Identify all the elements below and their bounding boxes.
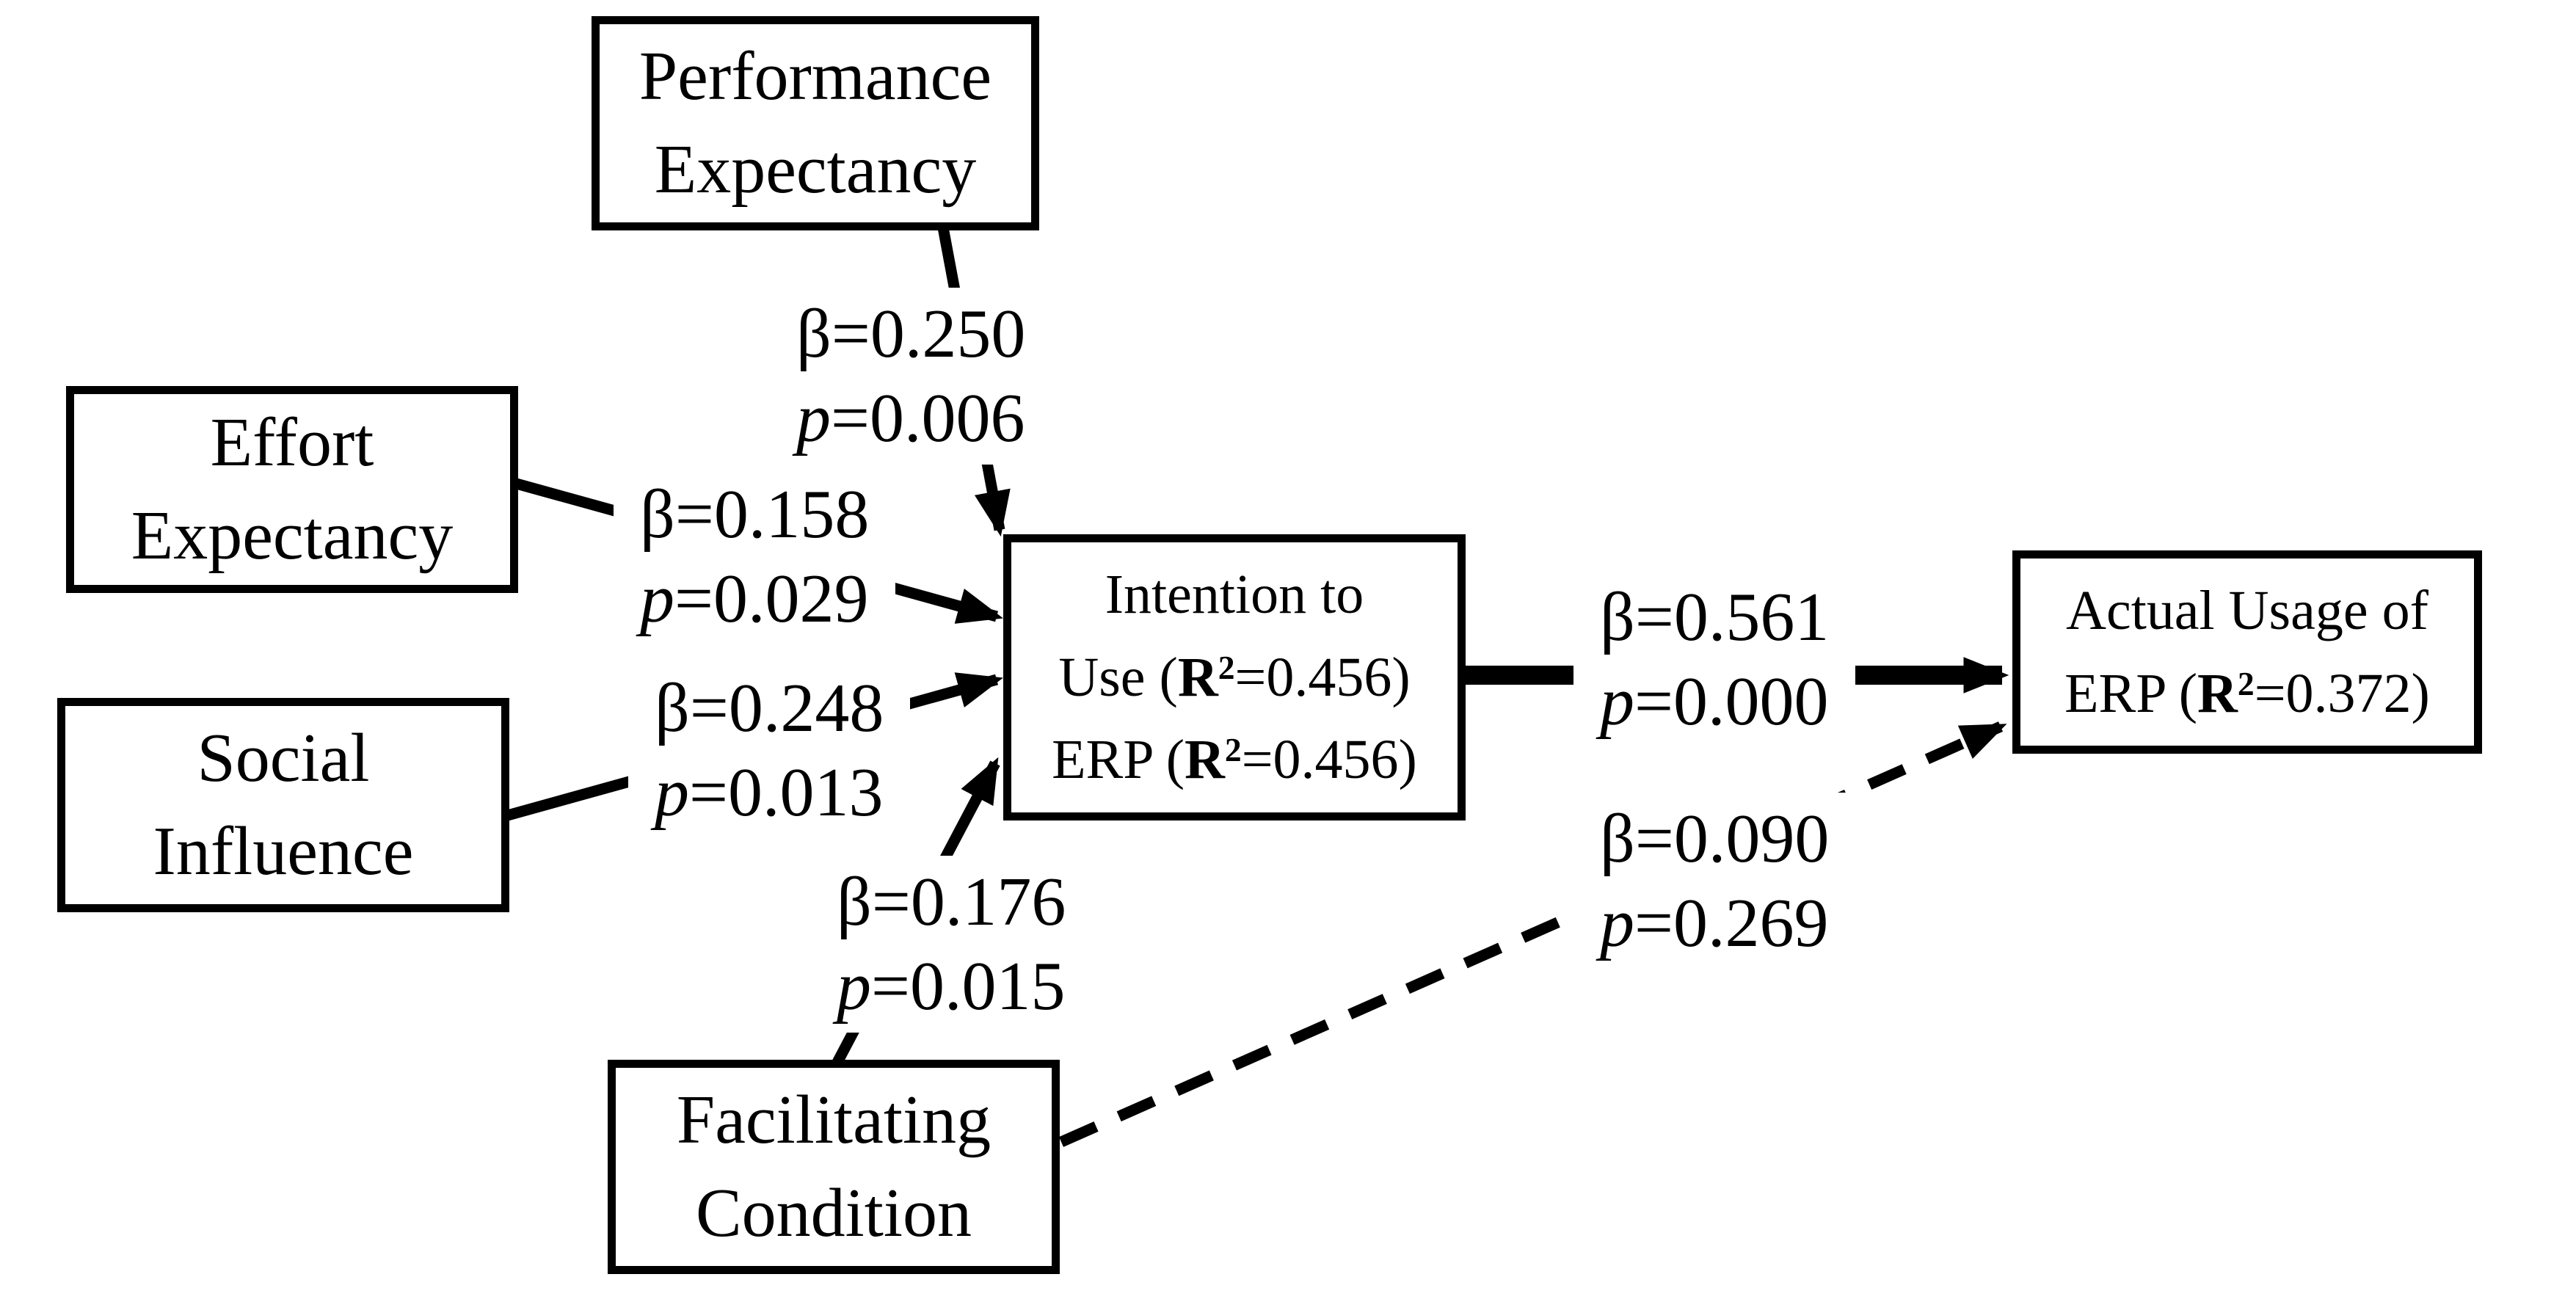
beta-value: β=0.248 <box>655 666 884 751</box>
p-number: =0.015 <box>871 947 1066 1025</box>
superscript-two: 2 <box>1218 648 1235 686</box>
edge-label-facilitating-to-actual: β=0.090 p=0.269 <box>1573 793 1856 970</box>
node-label-line: Influence <box>153 813 414 889</box>
p-value: p=0.015 <box>837 945 1066 1029</box>
node-effort-expectancy: Effort Expectancy <box>66 386 518 593</box>
p-value: p=0.013 <box>655 751 884 835</box>
label-text: ERP ( <box>1052 729 1185 791</box>
p-symbol: p <box>1600 663 1634 740</box>
beta-number: =0.248 <box>689 670 884 746</box>
p-value: p=0.029 <box>640 557 869 641</box>
node-label-line: Intention to <box>1105 564 1364 626</box>
beta-value: β=0.561 <box>1600 575 1829 660</box>
node-label-line: Facilitating <box>676 1082 992 1159</box>
beta-value: β=0.090 <box>1600 797 1829 881</box>
node-intention-to-use-erp: Intention to Use (R2=0.456) ERP (R2=0.45… <box>1003 534 1466 820</box>
edge-label-performance-to-intention: β=0.250 p=0.006 <box>770 288 1052 465</box>
p-number: =0.000 <box>1634 663 1829 740</box>
beta-symbol: β <box>1600 579 1635 655</box>
beta-number: =0.090 <box>1634 801 1830 877</box>
label-text: ERP ( <box>2064 662 2197 724</box>
node-facilitating-condition: Facilitating Condition <box>608 1060 1060 1274</box>
superscript-two: 2 <box>1224 731 1242 769</box>
beta-value: β=0.250 <box>796 292 1025 376</box>
edge-label-social-to-intention: β=0.248 p=0.013 <box>628 662 911 840</box>
p-symbol: p <box>796 379 831 456</box>
label-text: =0.372) <box>2254 662 2430 724</box>
beta-symbol: β <box>640 476 675 553</box>
beta-symbol: β <box>655 670 690 746</box>
node-label-line: Performance <box>638 38 992 115</box>
p-symbol: p <box>837 947 871 1025</box>
label-text: =0.456) <box>1241 729 1417 791</box>
edge-label-intention-to-actual: β=0.561 p=0.000 <box>1573 571 1856 749</box>
beta-symbol: β <box>1600 801 1635 877</box>
node-label-line: ERP (R2=0.456) <box>1052 718 1417 801</box>
node-social-influence: Social Influence <box>57 698 509 912</box>
node-label-line: Use (R2=0.456) <box>1058 636 1410 718</box>
p-number: =0.269 <box>1634 884 1829 961</box>
superscript-two: 2 <box>2237 664 2255 702</box>
p-symbol: p <box>640 560 674 637</box>
node-label-line: Condition <box>695 1175 972 1251</box>
beta-number: =0.561 <box>1634 579 1830 655</box>
p-number: =0.006 <box>831 379 1025 456</box>
p-number: =0.029 <box>674 560 869 637</box>
beta-number: =0.158 <box>674 476 870 553</box>
node-actual-usage-of-erp: Actual Usage of ERP (R2=0.372) <box>2012 550 2482 754</box>
node-label-line: Actual Usage of <box>2066 580 2428 642</box>
node-label-line: ERP (R2=0.372) <box>2064 652 2430 735</box>
edge-label-facilitating-to-intention: β=0.176 p=0.015 <box>810 856 1093 1033</box>
r-squared-symbol: R <box>1185 729 1225 791</box>
p-symbol: p <box>1600 884 1634 961</box>
edge-label-effort-to-intention: β=0.158 p=0.029 <box>614 468 896 646</box>
beta-value: β=0.176 <box>837 860 1066 945</box>
p-number: =0.013 <box>689 754 884 831</box>
node-label-line: Social <box>197 720 370 797</box>
beta-number: =0.176 <box>871 864 1066 940</box>
beta-symbol: β <box>837 864 872 940</box>
label-text: =0.456) <box>1234 646 1411 708</box>
node-label-line: Expectancy <box>654 131 977 208</box>
beta-number: =0.250 <box>831 296 1026 372</box>
label-text: Use ( <box>1058 646 1178 708</box>
beta-value: β=0.158 <box>640 473 869 557</box>
r-squared-symbol: R <box>2197 662 2238 724</box>
node-label-line: Effort <box>210 404 374 481</box>
node-performance-expectancy: Performance Expectancy <box>592 16 1039 230</box>
r-squared-symbol: R <box>1177 646 1218 708</box>
p-value: p=0.269 <box>1600 881 1829 966</box>
p-value: p=0.006 <box>796 376 1025 461</box>
p-value: p=0.000 <box>1600 660 1829 744</box>
p-symbol: p <box>655 754 689 831</box>
node-label-line: Expectancy <box>131 498 454 574</box>
beta-symbol: β <box>796 296 832 372</box>
